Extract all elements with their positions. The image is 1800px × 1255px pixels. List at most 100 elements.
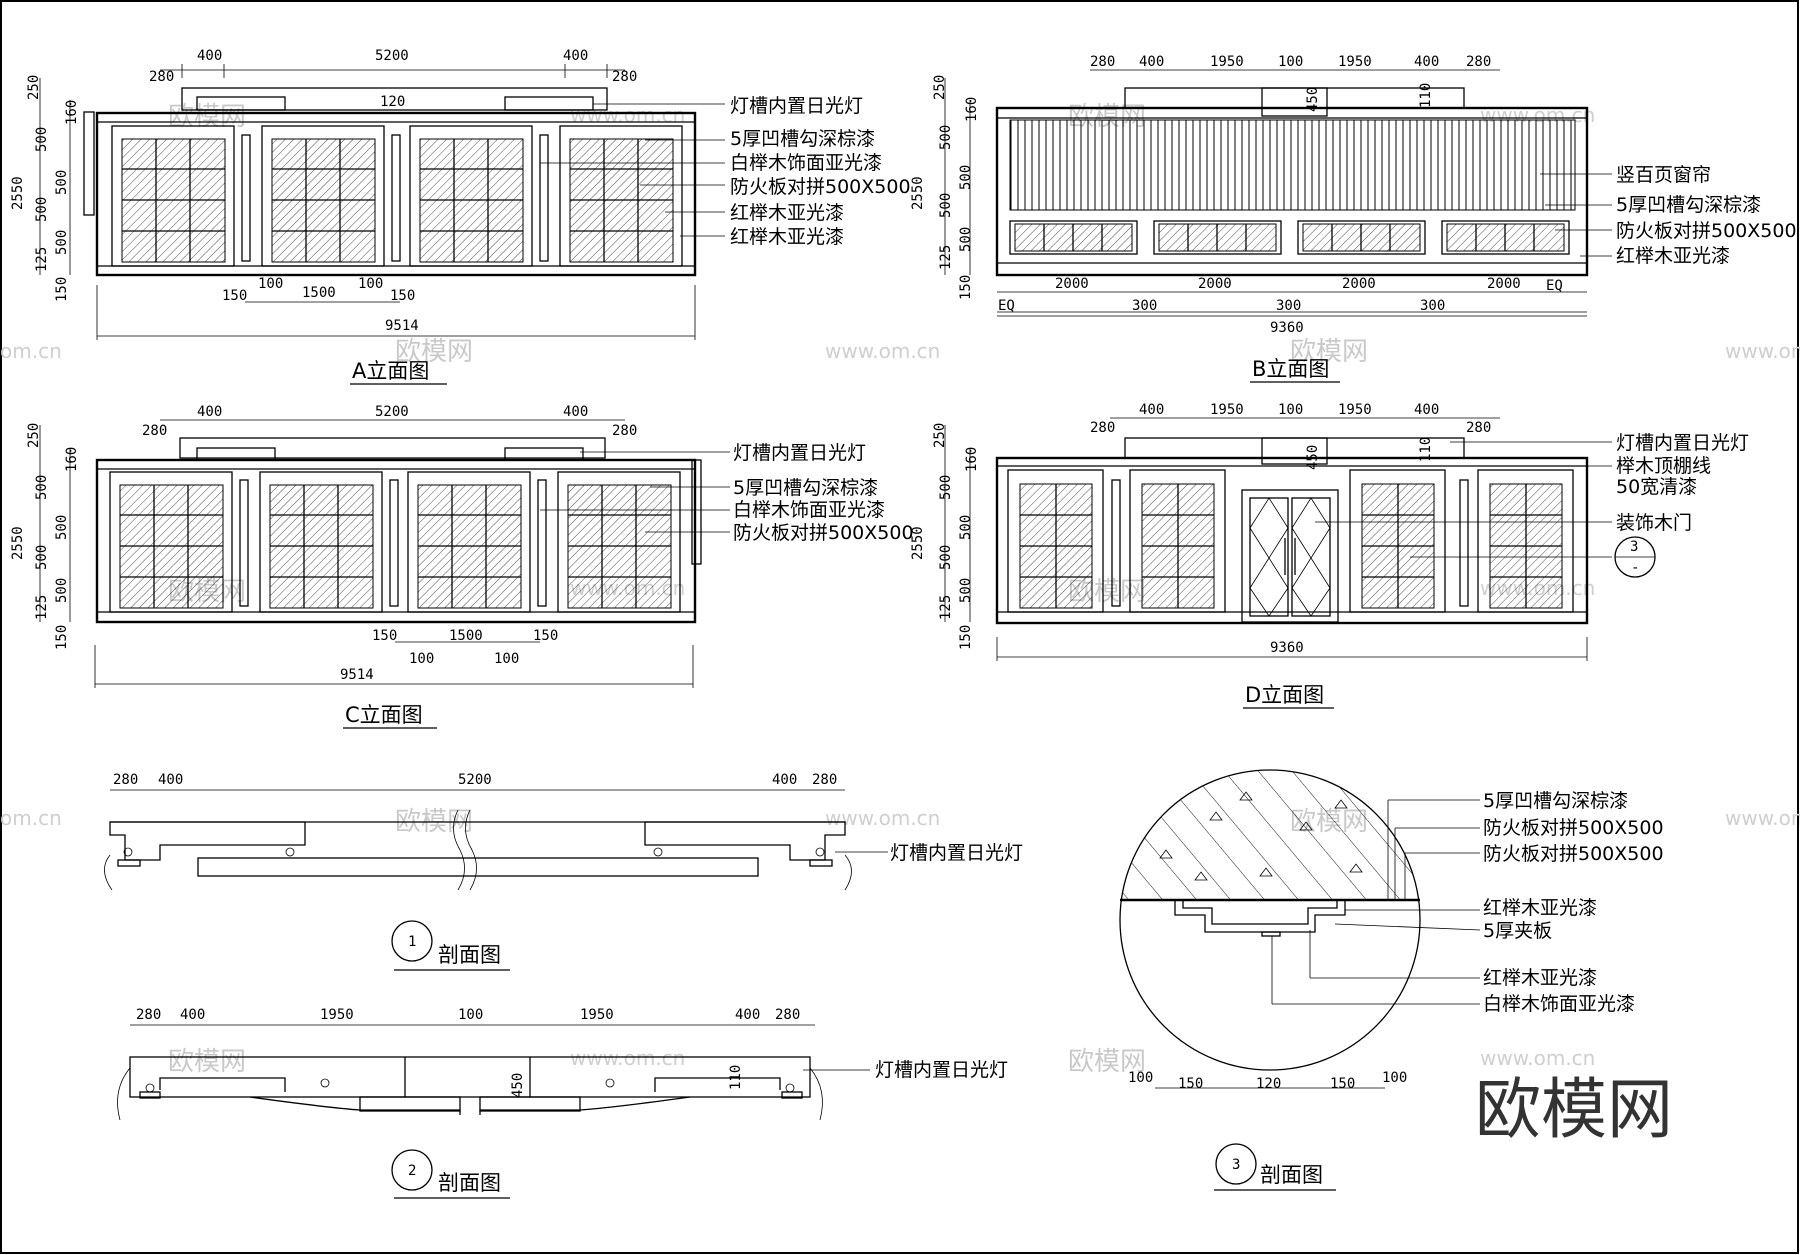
dim-label: 2550 <box>10 176 26 210</box>
dim-label: 280 <box>142 423 167 439</box>
dim-label: 500 <box>938 545 954 570</box>
panel-group <box>109 471 681 613</box>
elevation-b: 280 400 1950 100 1950 400 280 450 110 <box>910 54 1797 383</box>
note-label: 防火板对拼500X500 <box>733 522 914 544</box>
section-2: 280 400 1950 100 1950 400 280 450 110 灯槽… <box>117 1007 1008 1199</box>
dim-label: 400 <box>1414 402 1439 418</box>
dim-label: 1950 <box>1210 54 1244 70</box>
dim-total: 9360 <box>1270 640 1304 656</box>
watermark-logo: 欧模网 <box>168 102 246 132</box>
dim-label: 110 <box>1418 437 1434 462</box>
dim-total: 9514 <box>385 318 419 334</box>
dim-label: 500 <box>54 515 70 540</box>
note-label: 红榉木亚光漆 <box>1616 245 1730 267</box>
dim-label: 1500 <box>449 628 483 644</box>
dim-label: 400 <box>563 48 588 64</box>
dim-label: 125 <box>938 595 954 620</box>
watermark-logo: 欧模网 <box>395 337 473 367</box>
dim-label: 280 <box>775 1007 800 1023</box>
note-label: 防火板对拼500X500 <box>1483 817 1664 839</box>
dim-total: 9360 <box>1270 320 1304 336</box>
dim-label: 280 <box>1466 420 1491 436</box>
dim-label: 500 <box>34 545 50 570</box>
dim-label: 150 <box>390 288 415 304</box>
dim-label: 500 <box>54 230 70 255</box>
watermark-url: om.cn <box>0 339 62 363</box>
dim-label: 500 <box>938 475 954 500</box>
elevation-c: 400 5200 400 280 280 <box>10 404 914 729</box>
section-title: 剖面图 <box>438 943 501 967</box>
dim-label: 150 <box>222 288 247 304</box>
watermark-url: www.om.cn <box>570 1046 685 1070</box>
watermark-logo: 欧模网 <box>168 1047 246 1077</box>
note-label: 灯槽内置日光灯 <box>890 842 1023 864</box>
note-label: 5厚凹槽勾深棕漆 <box>730 128 875 150</box>
dim-label: 500 <box>54 578 70 603</box>
dim-label: 400 <box>1139 54 1164 70</box>
note-label: 防火板对拼500X500 <box>730 176 911 198</box>
dim-label: 1500 <box>302 285 336 301</box>
dim-label: 150 <box>54 625 70 650</box>
note-label: 白榉木饰面亚光漆 <box>733 499 885 521</box>
lower-panel-group <box>1009 220 1570 255</box>
dim-label: 100 <box>358 276 383 292</box>
note-label: 灯槽内置日光灯 <box>733 442 866 464</box>
note-label: 红榉木亚光漆 <box>1483 897 1597 919</box>
callout-number: 3 <box>1630 539 1638 555</box>
note-label: 50宽清漆 <box>1616 476 1697 498</box>
dim-label: 500 <box>34 475 50 500</box>
dim-label: 280 <box>612 69 637 85</box>
watermark-url: www.om.cn <box>1725 806 1800 830</box>
note-label: 防火板对拼500X500 <box>1483 843 1664 865</box>
dim-label: 100 <box>1128 1070 1153 1086</box>
dim-label: 2550 <box>910 526 926 560</box>
elevation-title: A立面图 <box>352 359 429 383</box>
dim-label: 5200 <box>375 404 409 420</box>
dim-label: 400 <box>1139 402 1164 418</box>
dim-label: 160 <box>964 97 980 122</box>
dim-label: 110 <box>1418 83 1434 108</box>
watermark-logo: 欧模网 <box>1068 1047 1146 1077</box>
callout-sheet: - <box>1631 560 1639 576</box>
dim-label: 1950 <box>1338 54 1372 70</box>
dim-label: 150 <box>54 277 70 302</box>
dim-label: 280 <box>149 69 174 85</box>
dim-label: 400 <box>772 772 797 788</box>
dim-label: EQ <box>1546 278 1563 294</box>
dim-label: 400 <box>158 772 183 788</box>
note-label: 白榉木饰面亚光漆 <box>1483 993 1635 1015</box>
dim-label: 100 <box>1382 1070 1407 1086</box>
decorative-door <box>1241 489 1339 623</box>
dim-label: 150 <box>1178 1076 1203 1092</box>
dim-label: 1950 <box>320 1007 354 1023</box>
note-label: 装饰木门 <box>1616 512 1692 534</box>
dim-label: 1950 <box>1210 402 1244 418</box>
dim-label: 2000 <box>1198 276 1232 292</box>
note-label: 竖百页窗帘 <box>1616 164 1711 186</box>
watermark-logo: 欧模网 <box>1290 337 1368 367</box>
section-number: 1 <box>408 934 416 950</box>
dim-label: 120 <box>380 94 405 110</box>
section-number: 3 <box>1232 1157 1240 1173</box>
elevation-title: B立面图 <box>1252 357 1329 381</box>
dim-label: 400 <box>1414 54 1439 70</box>
section-callout: 3 - <box>1614 536 1656 578</box>
dim-label: 150 <box>958 625 974 650</box>
note-label: 白榉木饰面亚光漆 <box>730 152 882 174</box>
dim-label: 5200 <box>375 48 409 64</box>
note-label: 红榉木亚光漆 <box>730 226 844 248</box>
dim-label: 400 <box>180 1007 205 1023</box>
dim-label: 100 <box>494 651 519 667</box>
brand-watermark: 欧模网 <box>1475 1071 1673 1148</box>
panel-group <box>111 125 683 267</box>
dim-label: 400 <box>735 1007 760 1023</box>
dim-label: 300 <box>1420 298 1445 314</box>
dim-label: 500 <box>54 170 70 195</box>
dim-label: 500 <box>34 197 50 222</box>
dim-label: 250 <box>26 423 42 448</box>
dim-label: 250 <box>26 75 42 100</box>
note-label: 5厚夹板 <box>1483 920 1552 942</box>
dim-label: 400 <box>197 404 222 420</box>
